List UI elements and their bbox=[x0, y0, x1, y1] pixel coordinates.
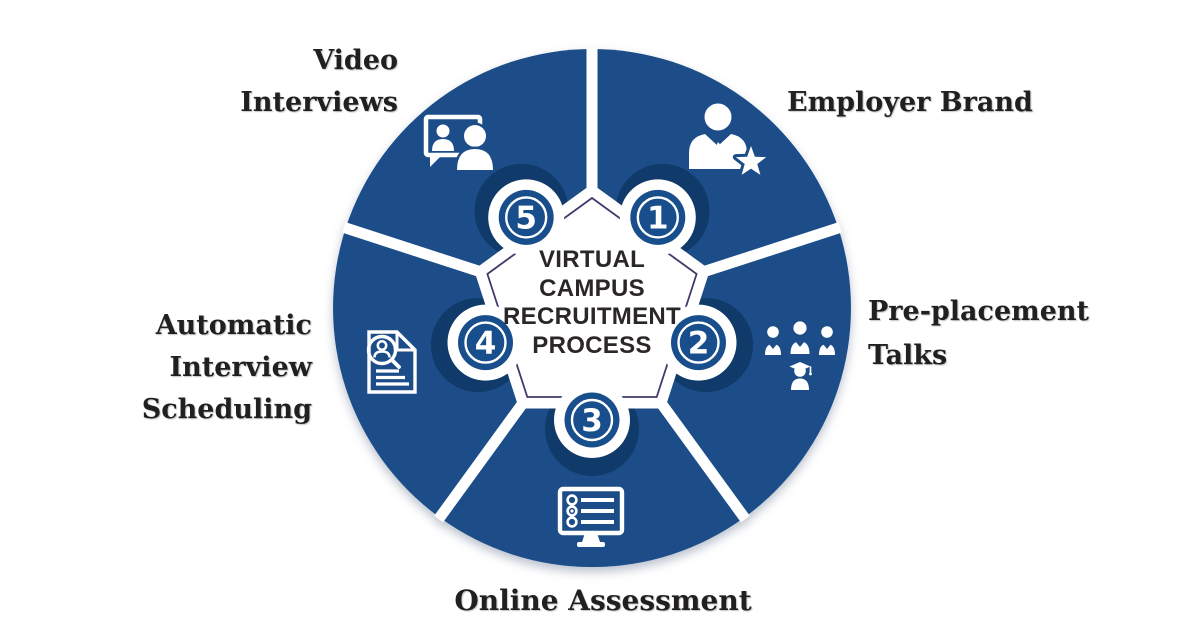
step-number-4: 4 bbox=[475, 326, 497, 362]
label-online-assessment: Online Assessment bbox=[453, 580, 753, 622]
center-title-line: VIRTUAL bbox=[538, 246, 646, 273]
label-employer-brand: Employer Brand bbox=[787, 82, 1033, 124]
video-interview-screen-icon bbox=[423, 114, 496, 173]
step-number-3: 3 bbox=[581, 403, 603, 439]
audience-person bbox=[765, 326, 781, 355]
audience-person bbox=[790, 321, 810, 354]
label-line: Online Assessment bbox=[454, 584, 752, 617]
step-circle-3: 3 bbox=[564, 392, 620, 448]
label-automatic-interview-scheduling: Automatic Interview Scheduling bbox=[142, 305, 312, 431]
center-title: VIRTUAL CAMPUS RECRUITMENT PROCESS bbox=[472, 246, 712, 360]
graduate-person bbox=[789, 362, 812, 390]
label-line: Pre-placement bbox=[868, 296, 1090, 327]
step-circle-5: 5 bbox=[498, 189, 554, 245]
employer-brand-person-star-icon bbox=[689, 103, 770, 178]
audience-person bbox=[819, 326, 835, 355]
step-circle-2: 2 bbox=[671, 315, 726, 371]
label-line: Interviews bbox=[240, 87, 398, 118]
label-line: Employer Brand bbox=[787, 87, 1033, 118]
step-number-1: 1 bbox=[647, 201, 669, 237]
step-circle-4: 4 bbox=[458, 315, 513, 371]
label-line: Video bbox=[313, 45, 398, 76]
step-number-5: 5 bbox=[515, 201, 537, 237]
assessment-monitor-checklist-icon bbox=[557, 486, 625, 547]
label-line: Scheduling bbox=[141, 394, 312, 425]
step-circle-1: 1 bbox=[630, 189, 686, 245]
label-line: Talks bbox=[868, 340, 948, 371]
label-line: Automatic bbox=[155, 310, 312, 341]
label-line: Interview bbox=[169, 352, 312, 383]
step-number-2: 2 bbox=[688, 326, 710, 362]
label-video-interviews: Video Interviews bbox=[240, 40, 398, 124]
resume-search-icon bbox=[366, 330, 417, 394]
label-pre-placement-talks: Pre-placement Talks bbox=[868, 290, 1089, 378]
center-title-line: PROCESS bbox=[532, 331, 652, 359]
audience-graduate-icon bbox=[765, 321, 835, 390]
center-title-line: RECRUITMENT bbox=[503, 303, 681, 330]
center-title-line: CAMPUS bbox=[539, 274, 645, 302]
